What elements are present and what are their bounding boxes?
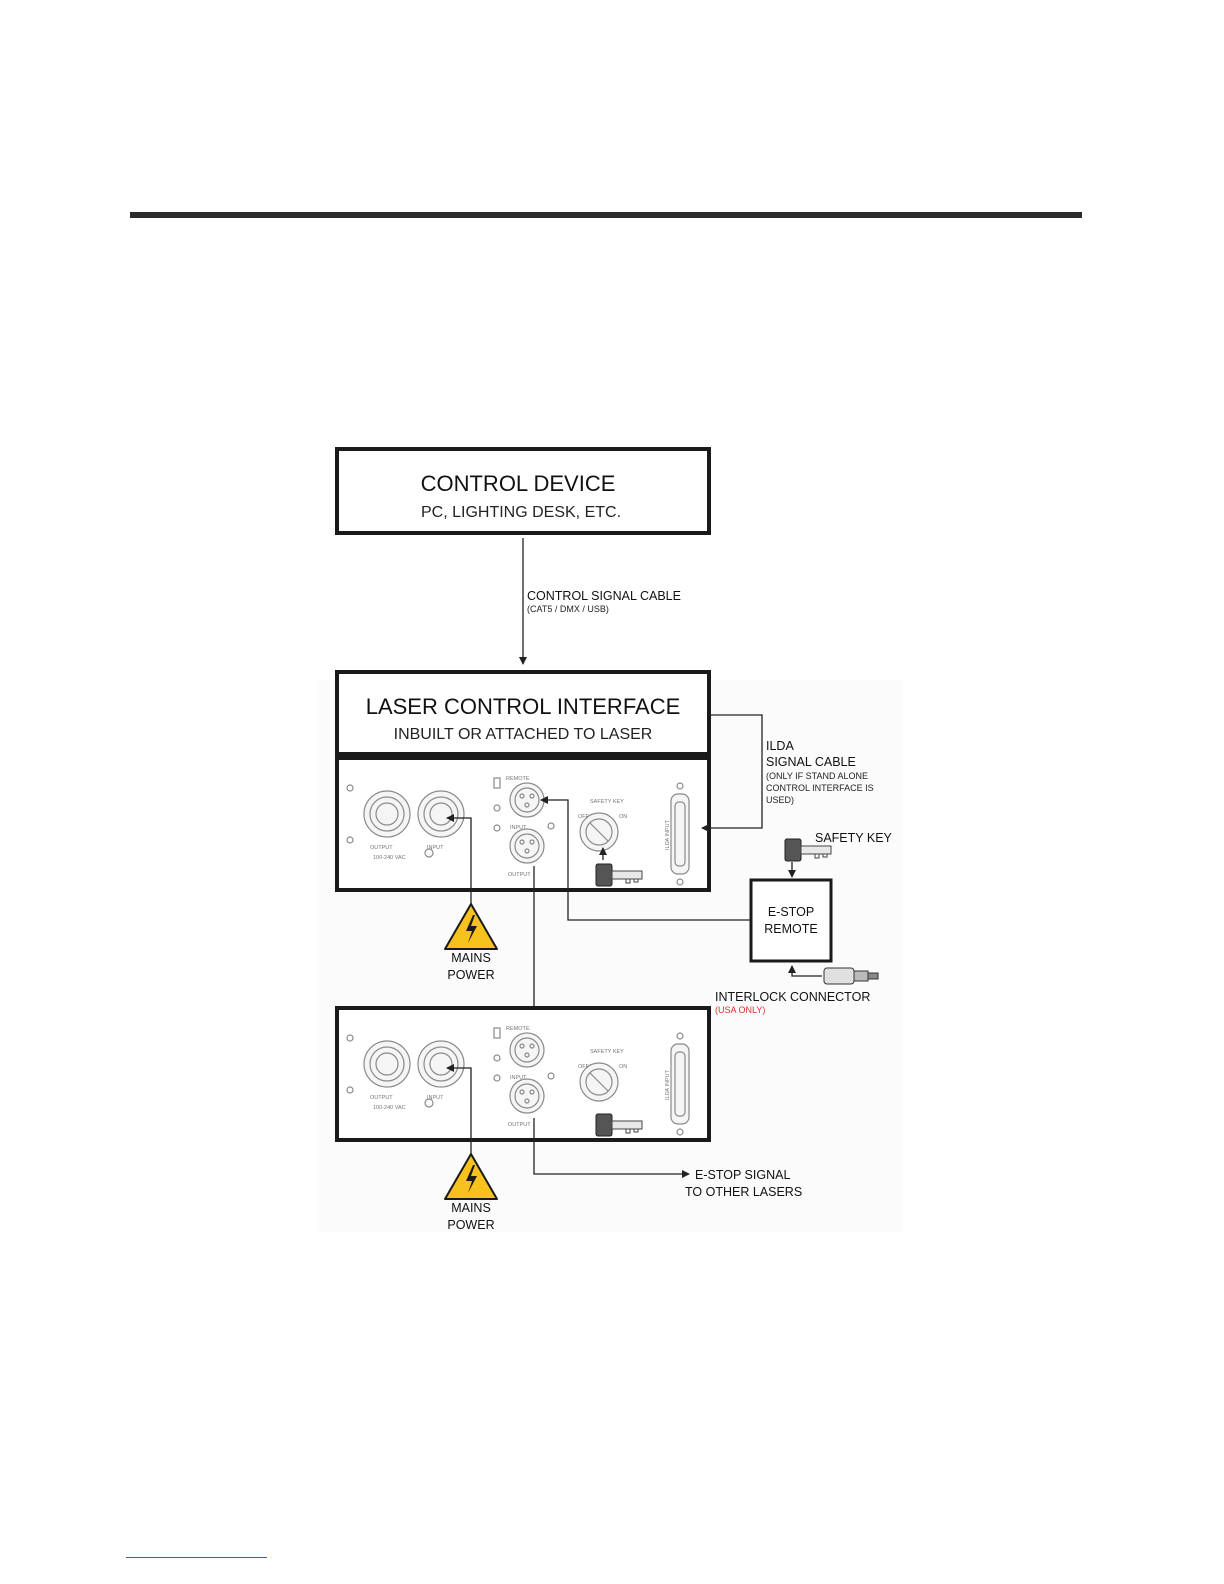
- svg-text:ILDA INPUT: ILDA INPUT: [665, 1069, 671, 1100]
- estop-remote-line2: REMOTE: [764, 922, 817, 936]
- footer-link-underline: [126, 1557, 267, 1558]
- page-header-rule: [130, 212, 1082, 218]
- interlock-note: (USA ONLY): [715, 1005, 765, 1015]
- laser-rear-panel-2: OUTPUT INPUT 100-240 VAC REMOTE INPUT OU…: [335, 1006, 711, 1142]
- estop-remote-cable-line: [540, 796, 751, 921]
- svg-text:INPUT: INPUT: [510, 825, 527, 831]
- interlock-connector-label: INTERLOCK CONNECTOR: [715, 990, 870, 1004]
- ilda-signal-cable-line: [701, 714, 763, 832]
- svg-text:ON: ON: [619, 1064, 627, 1070]
- svg-text:INPUT: INPUT: [510, 1075, 527, 1081]
- estop-signal-label-1: E-STOP SIGNAL: [695, 1168, 790, 1182]
- svg-text:USED): USED): [766, 795, 794, 805]
- svg-text:ILDA: ILDA: [766, 739, 794, 753]
- control-device-box: CONTROL DEVICE PC, LIGHTING DESK, ETC.: [335, 447, 711, 535]
- svg-text:REMOTE: REMOTE: [506, 1026, 530, 1032]
- svg-text:ILDA INPUT: ILDA INPUT: [665, 819, 671, 850]
- svg-text:SIGNAL CABLE: SIGNAL CABLE: [766, 755, 856, 769]
- laser-control-interface-subtitle: INBUILT OR ATTACHED TO LASER: [394, 726, 653, 743]
- mains-power-2-line: [446, 1064, 472, 1154]
- estop-remote-box: E-STOP REMOTE: [749, 878, 833, 963]
- svg-text:SAFETY KEY: SAFETY KEY: [590, 799, 624, 805]
- control-signal-cable-label: CONTROL SIGNAL CABLE: [527, 589, 681, 603]
- svg-text:SAFETY KEY: SAFETY KEY: [590, 1049, 624, 1055]
- estop-remote-line1: E-STOP: [768, 905, 814, 919]
- svg-text:POWER: POWER: [447, 1218, 494, 1232]
- estop-signal-out-line: [533, 1118, 690, 1178]
- svg-text:OUTPUT: OUTPUT: [370, 1095, 393, 1101]
- svg-text:MAINS: MAINS: [451, 1201, 491, 1215]
- laser-control-interface-box: LASER CONTROL INTERFACE INBUILT OR ATTAC…: [335, 670, 711, 756]
- svg-text:OUTPUT: OUTPUT: [508, 1122, 531, 1128]
- laser-control-interface-title: LASER CONTROL INTERFACE: [366, 694, 681, 719]
- control-device-subtitle: PC, LIGHTING DESK, ETC.: [421, 504, 621, 521]
- svg-text:100-240 VAC: 100-240 VAC: [373, 1105, 406, 1111]
- svg-text:ON: ON: [619, 814, 627, 820]
- control-signal-cable-sublabel: (CAT5 / DMX / USB): [527, 604, 609, 614]
- svg-text:CONTROL INTERFACE IS: CONTROL INTERFACE IS: [766, 783, 874, 793]
- svg-text:OFF: OFF: [578, 1064, 590, 1070]
- control-device-title: CONTROL DEVICE: [421, 471, 616, 496]
- svg-text:INPUT: INPUT: [427, 1095, 444, 1101]
- svg-text:(ONLY IF STAND ALONE: (ONLY IF STAND ALONE: [766, 771, 868, 781]
- svg-text:OUTPUT: OUTPUT: [508, 872, 531, 878]
- svg-text:REMOTE: REMOTE: [506, 776, 530, 782]
- svg-text:100-240 VAC: 100-240 VAC: [373, 855, 406, 861]
- estop-signal-label-2: TO OTHER LASERS: [685, 1185, 802, 1199]
- svg-text:INPUT: INPUT: [427, 845, 444, 851]
- safety-key-label: SAFETY KEY: [815, 831, 893, 845]
- laser-rear-panel-1: OUTPUT INPUT 100-240 VAC REMOTE INPUT OU…: [335, 756, 711, 892]
- svg-text:OUTPUT: OUTPUT: [370, 845, 393, 851]
- svg-text:POWER: POWER: [447, 968, 494, 982]
- mains-power-1-line: [446, 814, 472, 904]
- svg-text:MAINS: MAINS: [451, 951, 491, 965]
- interlock-connector-icon: [823, 967, 879, 985]
- svg-text:OFF: OFF: [578, 814, 590, 820]
